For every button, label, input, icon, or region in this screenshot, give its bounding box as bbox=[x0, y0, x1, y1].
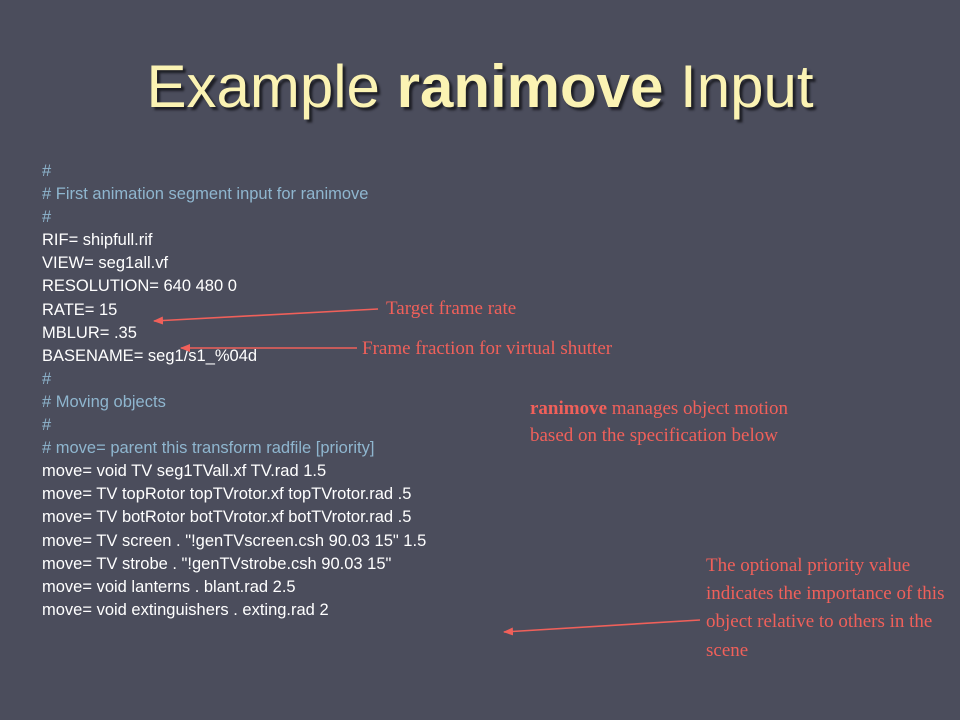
code-line: MBLUR= .35 bbox=[42, 323, 137, 342]
code-line: move= TV botRotor botTVrotor.xf botTVrot… bbox=[42, 508, 412, 527]
slide-title: Example ranimove Input bbox=[0, 52, 960, 121]
code-line: move= TV strobe . "!genTVstrobe.csh 90.0… bbox=[42, 554, 392, 573]
code-line: RIF= shipfull.rif bbox=[42, 231, 153, 250]
code-comment-line: # move= parent this transform radfile [p… bbox=[42, 439, 375, 458]
title-suffix: Input bbox=[663, 53, 814, 120]
code-line: BASENAME= seg1/s1_%04d bbox=[42, 346, 258, 365]
code-line: VIEW= seg1all.vf bbox=[42, 254, 169, 273]
code-line: RESOLUTION= 640 480 0 bbox=[42, 277, 237, 296]
code-line: move= void extinguishers . exting.rad 2 bbox=[42, 600, 329, 619]
annotation-ranimove: ranimove manages object motion based on … bbox=[530, 395, 788, 449]
annotation-ranimove-line2: based on the specification below bbox=[530, 425, 778, 446]
annotation-priority: The optional priority value indicates th… bbox=[706, 555, 945, 661]
annotation-ranimove-rest: manages object motion bbox=[607, 398, 789, 419]
annotation-rate: Target frame rate bbox=[386, 298, 517, 319]
annotation-ranimove-line1: ranimove manages object motion bbox=[530, 395, 788, 422]
code-comment-line: # Moving objects bbox=[42, 392, 166, 411]
code-comment-line: # bbox=[42, 416, 52, 435]
code-line: move= TV topRotor topTVrotor.xf topTVrot… bbox=[42, 485, 412, 504]
code-comment-line: # bbox=[42, 162, 52, 180]
code-line: move= void TV seg1TVall.xf TV.rad 1.5 bbox=[42, 462, 327, 481]
code-listing: # # First animation segment input for ran… bbox=[42, 160, 426, 622]
code-line: RATE= 15 bbox=[42, 300, 118, 319]
code-line: move= void lanterns . blant.rad 2.5 bbox=[42, 577, 296, 596]
title-prefix: Example bbox=[146, 53, 397, 120]
code-comment-line: # bbox=[42, 208, 52, 227]
code-line: move= TV screen . "!genTVscreen.csh 90.0… bbox=[42, 531, 427, 550]
annotation-shutter: Frame fraction for virtual shutter bbox=[362, 338, 613, 359]
code-comment-line: # bbox=[42, 369, 52, 388]
arrow-priority bbox=[503, 619, 701, 636]
annotation-ranimove-bold: ranimove bbox=[530, 398, 608, 419]
code-comment-line: # First animation segment input for rani… bbox=[42, 185, 369, 204]
title-bold: ranimove bbox=[396, 53, 664, 120]
